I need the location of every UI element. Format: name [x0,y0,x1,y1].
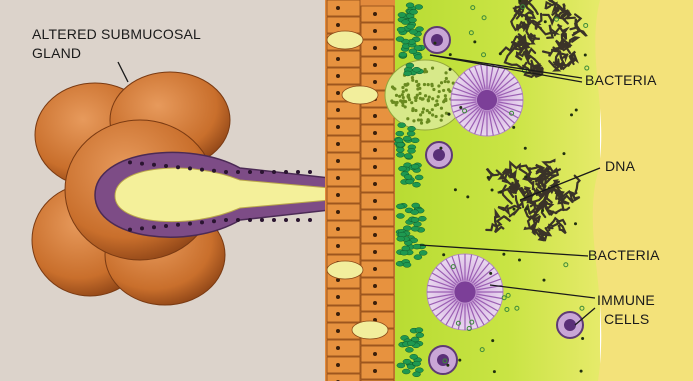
immune-cell-large-bottom [427,254,503,330]
label-immune-line2: CELLS [604,311,649,328]
label-bacteria-bottom: BACTERIA [588,247,660,264]
label-immune-line1: IMMUNE [597,292,655,309]
label-bacteria-top: BACTERIA [585,72,657,89]
label-gland-line2: GLAND [32,45,81,62]
immune-cell-large-top [451,64,523,136]
label-dna: DNA [605,158,635,175]
label-gland-line1: ALTERED SUBMUCOSAL [32,26,201,43]
